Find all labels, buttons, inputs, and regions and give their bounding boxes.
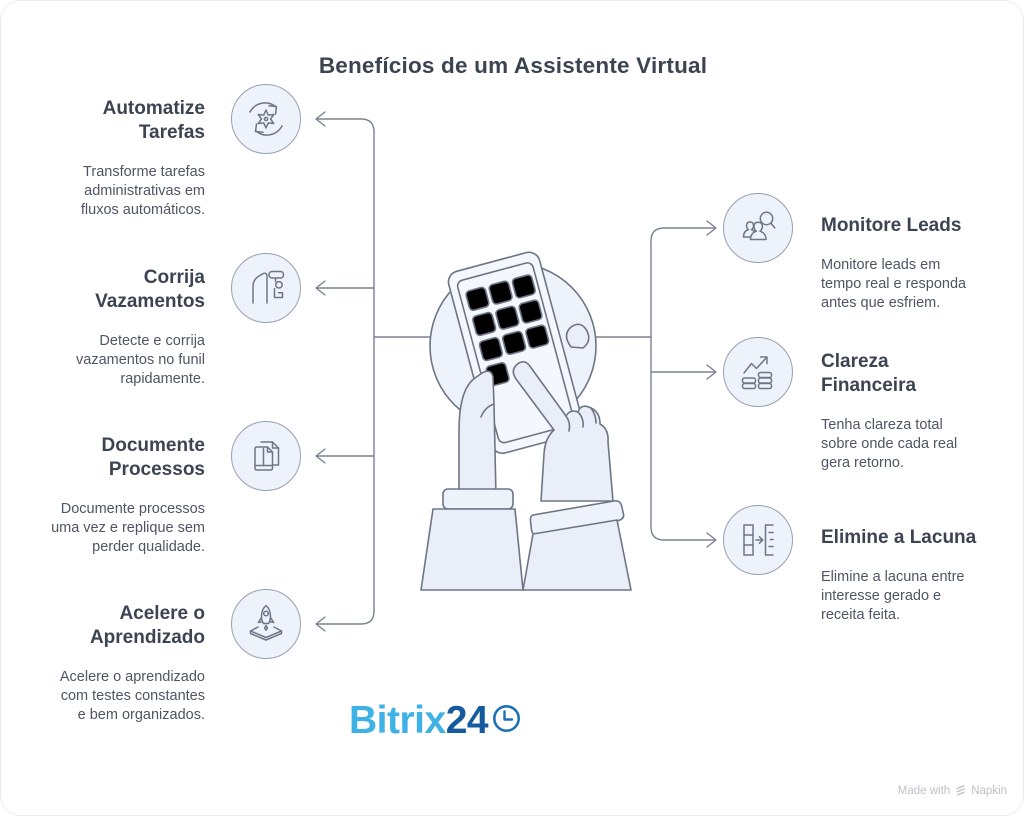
benefit-icon-circle [231,253,301,323]
benefit-item-acelere-aprendizado: Acelere o Aprendizado Acelere o aprendiz… [5,602,205,725]
benefit-icon-circle [723,505,793,575]
benefit-icon-circle [723,193,793,263]
benefit-item-clareza-financeira: Clareza Financeira Tenha clareza total s… [821,350,1021,473]
page-title: Benefícios de um Assistente Virtual [318,53,708,78]
hand-faucet-icon [252,270,285,304]
benefit-icon-circle [231,84,301,154]
benefit-description: Acelere o aprendizado com testes constan… [59,669,205,723]
benefit-heading: Monitore Leads [821,215,962,236]
benefit-item-monitore-leads: Monitore Leads Monitore leads em tempo r… [821,214,1021,313]
napkin-label: Napkin [971,784,1007,797]
benefit-item-corrija-vazamentos: Corrija Vazamentos Detecte e corrija vaz… [5,266,205,389]
benefit-description: Documente processos uma vez e replique s… [51,501,205,555]
benefit-description: Detecte e corrija vazamentos no funil ra… [76,333,205,387]
benefit-description: Elimine a lacuna entre interesse gerado … [821,569,965,623]
benefit-icon-circle [723,337,793,407]
column-to-list-icon [743,524,774,556]
benefit-description: Transforme tarefas administrativas em fl… [80,164,205,218]
benefit-description: Tenha clareza total sobre onde cada real… [821,417,958,471]
rocket-launch-icon [249,604,283,641]
leads-magnifier-icon [742,211,776,241]
benefit-icon-circle [231,589,301,659]
benefit-heading: Elimine a Lacuna [821,527,977,548]
benefit-heading: Acelere o Aprendizado [89,603,205,648]
benefit-item-elimine-lacuna: Elimine a Lacuna Elimine a lacuna entre … [821,526,1021,625]
bitrix24-logo-text: Bitrix [349,699,446,742]
documents-icon [254,441,280,471]
benefit-icon-circle [231,421,301,491]
benefit-item-documente-processos: Documente Processos Documente processos … [5,434,205,557]
benefit-heading: Documente Processos [101,435,205,480]
growth-coins-icon [741,356,773,390]
sync-gear-icon [249,102,283,136]
benefit-heading: Corrija Vazamentos [95,267,205,312]
made-with-label: Made with [897,784,951,797]
hands-using-calculator-illustration [420,251,632,591]
clock-icon [493,705,521,732]
benefit-heading: Clareza Financeira [821,351,917,396]
attribution: Made with Napkin [898,784,1007,797]
benefit-item-automatize-tarefas: Automatize Tarefas Transforme tarefas ad… [5,97,205,220]
benefit-description: Monitore leads em tempo real e responda … [821,257,967,311]
napkin-logo-icon [956,785,965,796]
benefit-heading: Automatize Tarefas [102,98,205,143]
